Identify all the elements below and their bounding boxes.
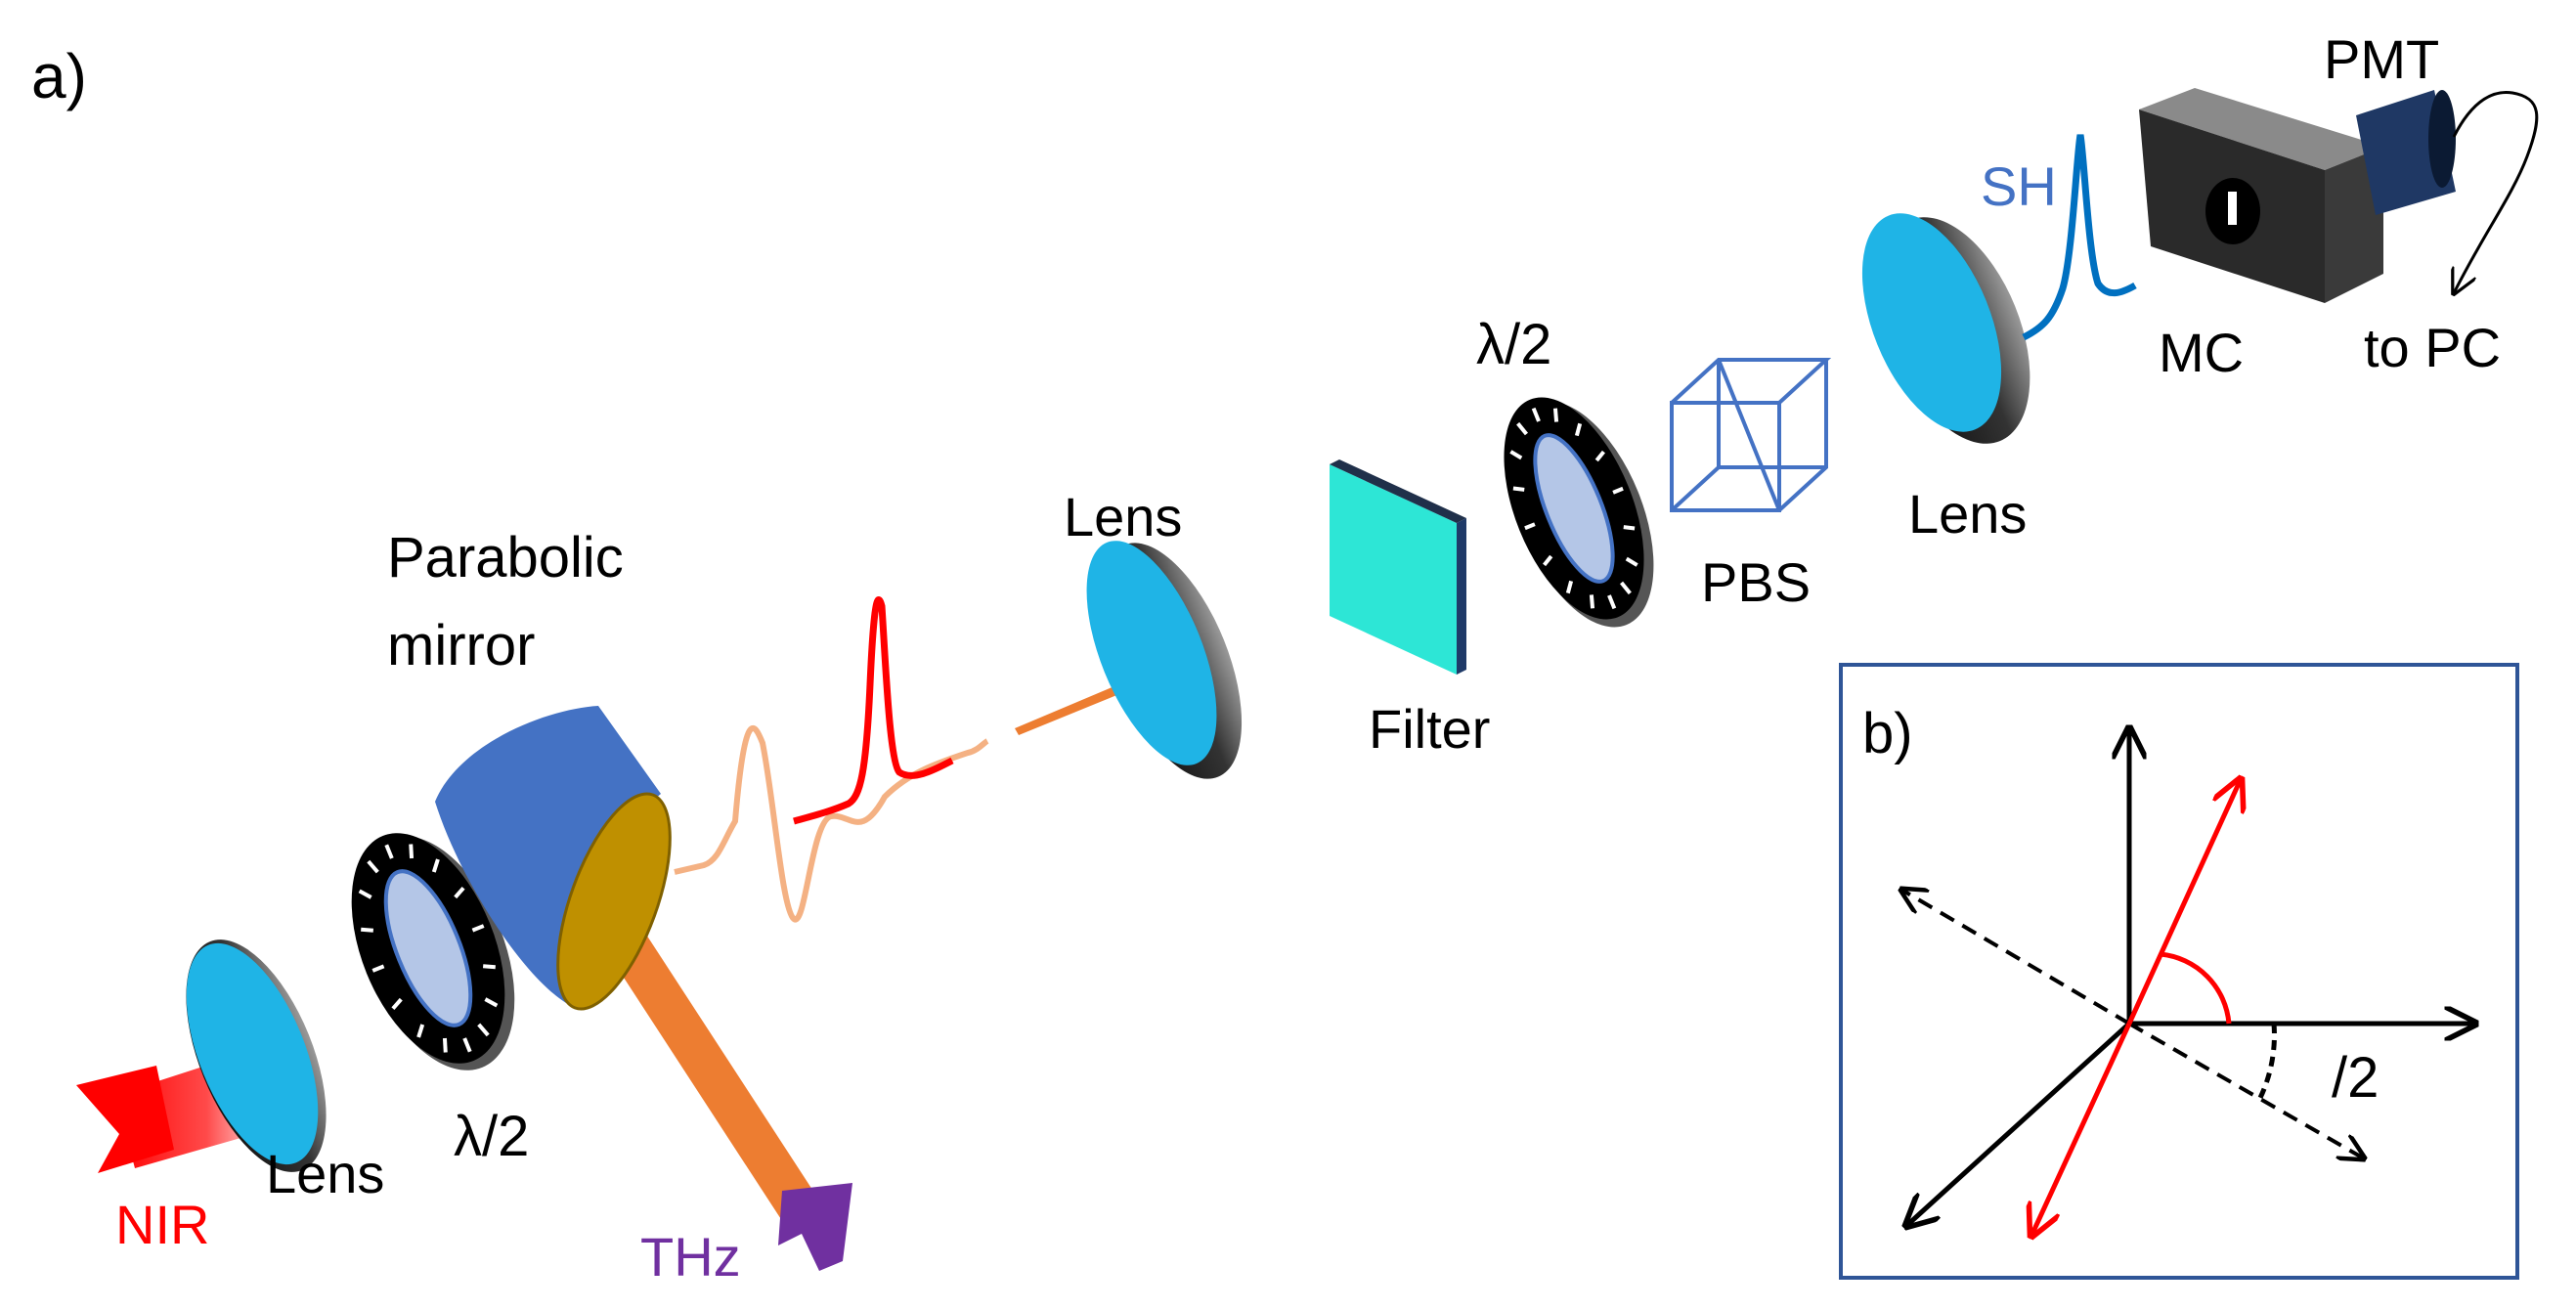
angle-arc [2160,951,2232,1025]
waveplate-tick [1589,594,1595,609]
waveplate-tick [1524,522,1536,531]
filter-label: Filter [1369,698,1490,760]
waveplate-2-label: λ/2 [1476,313,1551,376]
dashed-axis-upper [1901,890,2131,1026]
to-pc-label: to PC [2364,317,2501,378]
waveplate-tick [1509,450,1523,460]
pmt-label: PMT [2324,28,2439,90]
parabolic-mirror-label-2: mirror [387,614,535,677]
dashed-axis-lower [2128,1022,2364,1158]
panel-a-label: a) [31,41,87,111]
sh-pulse [2022,134,2137,341]
waveplate-tick [1516,421,1528,436]
panel-b-frame [1839,663,2519,1280]
polarization-vector-up [2126,779,2241,1026]
pmt-cable [2454,91,2539,293]
pbs-label: PBS [1701,551,1811,613]
waveplate-tick [431,858,440,873]
lens-2-label: Lens [1064,486,1182,547]
waveplate-tick [482,964,496,970]
waveplate-tick [471,924,485,933]
waveplate-tick [1552,408,1559,422]
thz-beam [598,921,852,1271]
waveplate-tick [384,844,394,859]
waveplate-tick [358,889,372,899]
waveplate-tick [484,997,499,1008]
waveplate-tick [1512,486,1525,492]
panel-b-label: b) [1862,702,1913,765]
polarization-vector-down [2031,1022,2132,1236]
waveplate-tick [1607,594,1617,610]
waveplate-tick [442,1037,448,1053]
lens-3 [1861,213,2030,444]
waveplate-tick [477,1023,490,1037]
pbs-cube [1670,358,1832,512]
pmt [2356,90,2456,215]
waveplate-tick [367,859,379,874]
waveplate-tick [361,927,374,933]
waveplate-tick [462,1037,472,1053]
monochromator [2139,88,2383,303]
waveplate-tick [416,1024,425,1038]
nir-label: NIR [115,1194,209,1255]
waveplate-tick [454,887,465,899]
diagonal-axis [1906,1022,2131,1226]
waveplate-tick [1531,407,1541,422]
panel-b: b) /2 [1839,663,2519,1280]
lens-1-label: Lens [266,1143,384,1204]
half-angle-label: /2 [2332,1046,2379,1110]
waveform [674,596,1167,923]
waveplate-tick [1574,422,1583,437]
lens-2 [1086,541,1243,779]
waveplate-tick [371,964,385,973]
waveplate-tick [1543,554,1553,567]
parabolic-mirror [435,706,672,1011]
waveplate-tick [1612,486,1624,495]
waveplate-tick [1625,556,1638,567]
waveplate-tick [409,844,415,859]
half-angle-arc [2257,1023,2277,1100]
nir-arrow-icon [76,1066,174,1173]
waveplate-1-label: λ/2 [454,1105,529,1168]
lens-1 [186,939,327,1172]
waveplate-1 [351,833,515,1070]
mc-label: MC [2159,322,2244,383]
waveplate-tick [1620,581,1632,595]
lens-3-label: Lens [1908,483,2027,545]
thz-arrow-icon [778,1183,852,1271]
parabolic-mirror-label-1: Parabolic [387,526,624,590]
sh-label: SH [1981,155,2057,217]
waveplate-tick [391,997,403,1010]
filter [1330,459,1466,675]
waveplate-tick [1623,525,1636,531]
waveplate-tick [1594,450,1605,462]
waveplate-2 [1504,397,1654,628]
thz-label: THz [640,1226,741,1288]
waveplate-tick [1565,580,1574,594]
